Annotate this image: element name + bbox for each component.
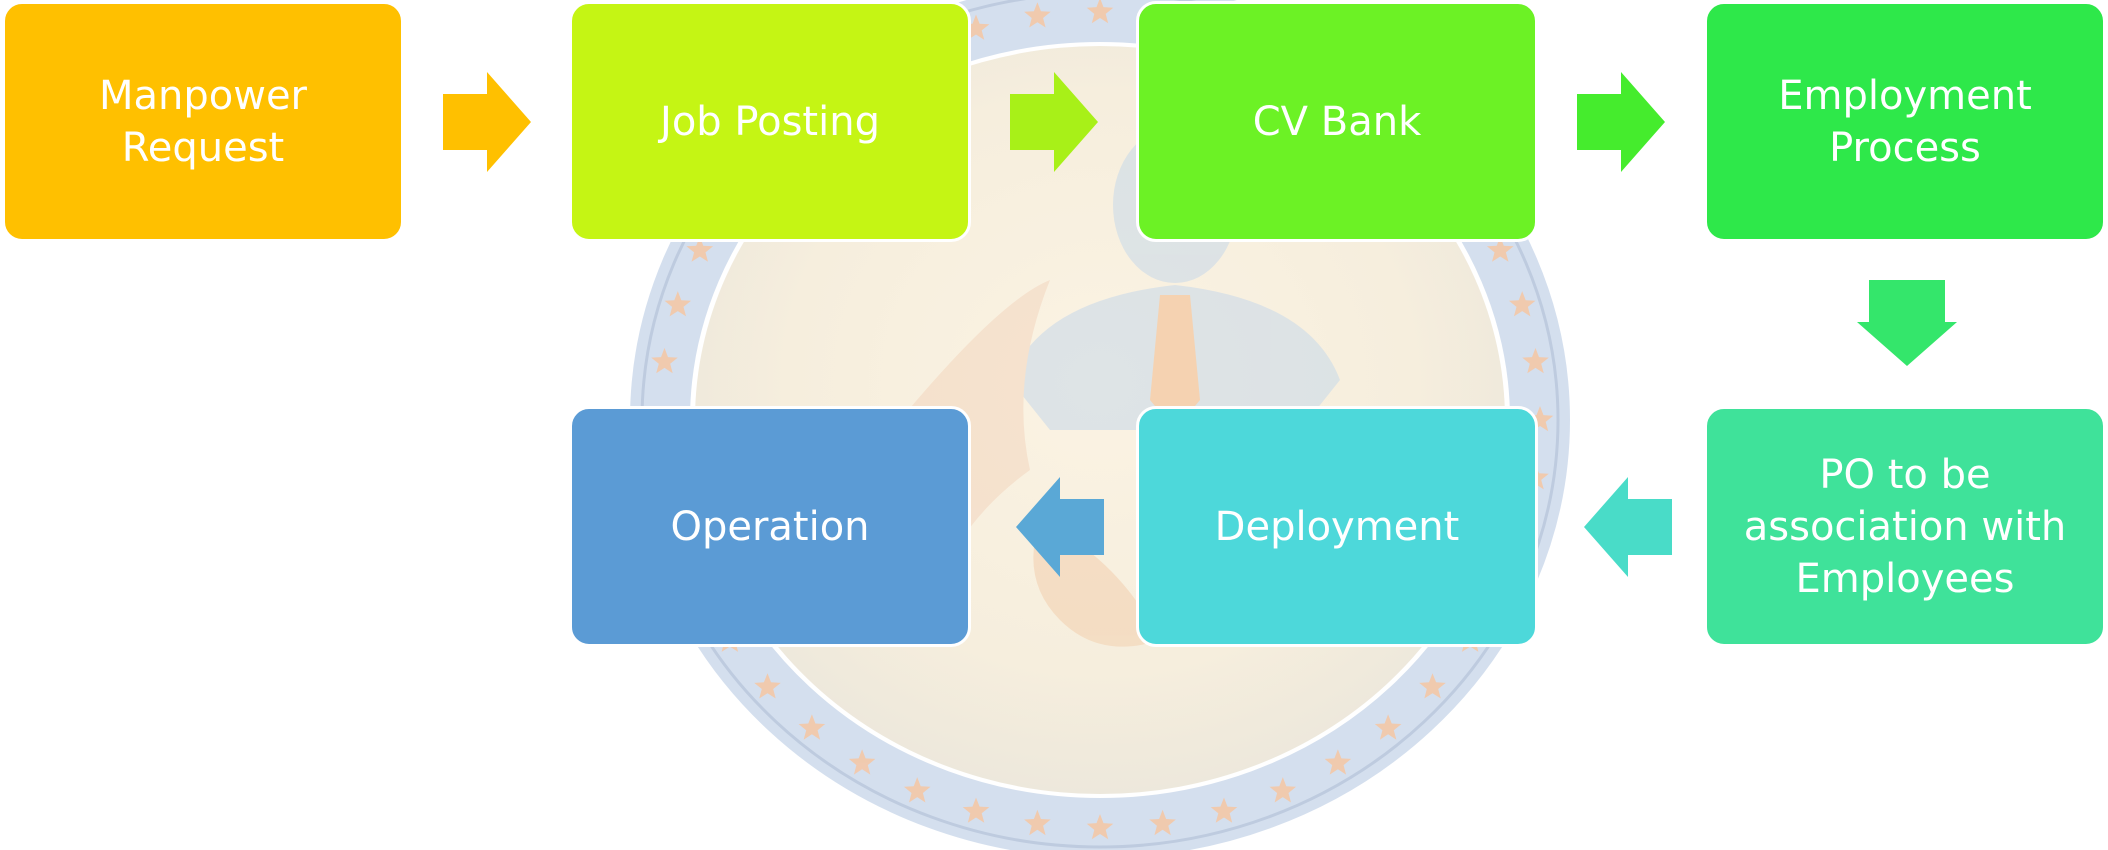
seal-star-icon bbox=[1419, 673, 1446, 699]
step-label: CV Bank bbox=[1252, 98, 1422, 145]
arrow-left-icon bbox=[1016, 477, 1104, 577]
step-label: Deployment bbox=[1214, 503, 1460, 550]
seal-star-icon bbox=[686, 236, 714, 262]
seal-star-icon bbox=[1024, 809, 1051, 836]
step-manpower-request: Manpower Request bbox=[2, 1, 404, 242]
step-po-association: PO to be association with Employees bbox=[1704, 406, 2106, 647]
step-cv-bank: CV Bank bbox=[1136, 1, 1538, 242]
step-label: PO to be association with Employees bbox=[1743, 451, 2067, 602]
step-operation: Operation bbox=[569, 406, 971, 647]
step-label: Employment Process bbox=[1778, 72, 2032, 171]
step-label: Manpower Request bbox=[98, 72, 307, 171]
seal-star-icon bbox=[1210, 797, 1238, 823]
step-deployment: Deployment bbox=[1136, 406, 1538, 647]
arrow-right-icon bbox=[1010, 72, 1098, 172]
step-label: Operation bbox=[670, 503, 870, 550]
seal-star-icon bbox=[903, 777, 931, 803]
seal-star-icon bbox=[1508, 291, 1536, 317]
seal-star-icon bbox=[1149, 809, 1176, 836]
seal-star-icon bbox=[962, 14, 990, 40]
step-employment-process: Employment Process bbox=[1704, 1, 2106, 242]
seal-star-icon bbox=[664, 291, 692, 317]
arrow-down-icon bbox=[1857, 280, 1957, 366]
seal-star-icon bbox=[798, 714, 826, 740]
step-label: Job Posting bbox=[660, 98, 880, 145]
seal-star-icon bbox=[1522, 347, 1549, 374]
arrow-left-icon bbox=[1584, 477, 1672, 577]
seal-star-icon bbox=[1269, 777, 1297, 803]
seal-star-icon bbox=[1086, 814, 1114, 840]
seal-star-icon bbox=[962, 797, 990, 823]
seal-star-icon bbox=[1024, 2, 1051, 28]
seal-star-icon bbox=[1486, 236, 1514, 262]
step-job-posting: Job Posting bbox=[569, 1, 971, 242]
seal-star-icon bbox=[651, 347, 678, 374]
seal-star-icon bbox=[848, 749, 876, 775]
seal-star-icon bbox=[754, 673, 781, 699]
arrow-right-icon bbox=[1577, 72, 1665, 172]
seal-star-icon bbox=[1324, 749, 1352, 775]
seal-star-icon bbox=[1526, 406, 1554, 432]
arrow-right-icon bbox=[443, 72, 531, 172]
seal-star-icon bbox=[1374, 714, 1402, 740]
seal-star-icon bbox=[1086, 0, 1114, 24]
